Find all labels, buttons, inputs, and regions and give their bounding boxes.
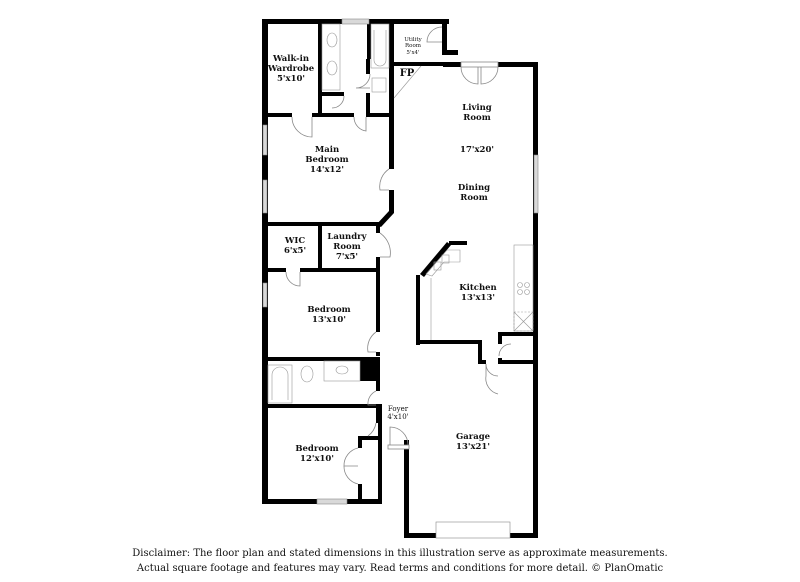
room-name: Utility (404, 37, 422, 43)
room-label-fireplace: FP (400, 68, 415, 80)
room-dimensions: 13'x10' (312, 314, 346, 325)
room-dimensions: 5'x10' (276, 73, 305, 84)
room-label-wic: WIC 6'x5' (283, 236, 307, 257)
room-label-kitchen: Kitchen 13'x13' (459, 283, 497, 304)
exterior-walls (262, 19, 538, 538)
room-name: WIC (284, 236, 306, 246)
disclaimer: Disclaimer: The floor plan and stated di… (0, 546, 800, 576)
room-name: Dining (457, 183, 491, 193)
room-label-main-bedroom: Main Bedroom 14'x12' (305, 145, 349, 175)
room-name: Foyer (387, 405, 409, 413)
room-dimensions: 6'x5' (283, 245, 307, 256)
room-label-bedroom-3: Bedroom 12'x10' (295, 444, 339, 465)
room-name: Kitchen (459, 283, 497, 293)
room-name: Room (405, 43, 421, 50)
room-name: Bedroom (295, 444, 339, 454)
room-label-dining-room: Dining Room (457, 183, 491, 204)
room-label-laundry-room: Laundry Room 7'x5' (327, 232, 367, 262)
room-name: Room (333, 241, 361, 252)
room-label-foyer: Foyer 4'x10' (387, 405, 408, 421)
room-label-walk-in-wardrobe: Walk-in Wardrobe 5'x10' (267, 54, 315, 84)
room-dimensions: 13'x13' (461, 292, 495, 303)
room-dimensions: 7'x5' (335, 251, 359, 262)
room-name: FP (399, 68, 415, 79)
room-name: Walk-in (272, 54, 310, 64)
room-name: Main (314, 145, 340, 155)
room-name: Wardrobe (267, 63, 315, 74)
room-label-garage: Garage 13'x21' (455, 432, 491, 453)
room-label-bedroom-2: Bedroom 13'x10' (307, 305, 351, 326)
interior-walls (262, 19, 538, 504)
windows (262, 18, 539, 539)
doors (285, 26, 512, 485)
room-dimensions: 5'x4' (406, 49, 420, 56)
disclaimer-line-2: Actual square footage and features may v… (136, 563, 664, 574)
room-dimensions: 4'x10' (387, 413, 409, 422)
room-name: Room (460, 192, 488, 203)
room-name: Garage (455, 432, 491, 442)
room-name: Bedroom (307, 305, 351, 315)
fixtures (267, 23, 534, 404)
room-dimensions: 17'x20' (460, 145, 494, 155)
room-label-living-room: Living Room (462, 103, 492, 124)
room-name: Laundry (327, 232, 367, 242)
room-name: Room (463, 112, 491, 123)
room-name: Living (462, 103, 492, 113)
room-dimensions: 12'x10' (300, 453, 334, 464)
room-dimensions-living-dining: 17'x20' (460, 145, 494, 156)
disclaimer-line-1: Disclaimer: The floor plan and stated di… (132, 548, 668, 559)
room-dimensions: 14'x12' (310, 164, 344, 175)
room-dimensions: 13'x21' (456, 441, 490, 452)
room-label-utility-room: Utility Room 5'x4' (404, 37, 421, 56)
room-name: Bedroom (305, 154, 349, 165)
